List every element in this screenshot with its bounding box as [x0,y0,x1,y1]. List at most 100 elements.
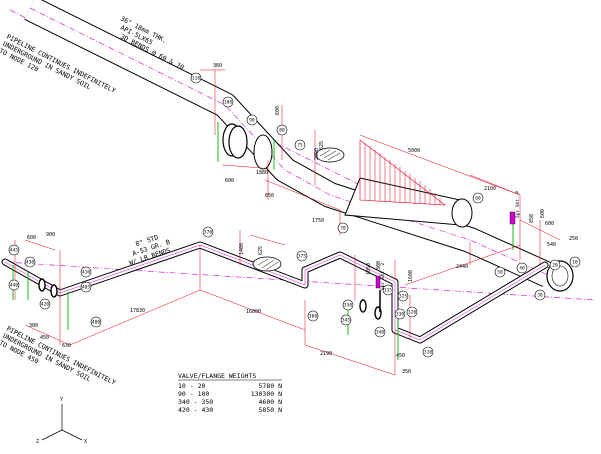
svg-text:60: 60 [475,196,481,202]
node-10: 10 [569,256,581,268]
svg-text:650: 650 [265,193,274,199]
svg-text:10: 10 [572,260,578,266]
node-20: 20 [549,259,561,271]
node-30: 30 [534,289,546,301]
svg-text:1400: 1400 [239,243,245,255]
svg-text:30: 30 [537,293,543,299]
svg-text:50: 50 [497,270,503,276]
node-345: 345 [340,314,352,326]
svg-text:325: 325 [399,294,407,300]
node-40: 40 [516,262,528,274]
svg-text:250: 250 [569,236,578,242]
axis-x-label: X [84,439,87,445]
svg-text:335: 335 [384,288,392,294]
svg-text:16800: 16800 [246,309,261,315]
svg-text:630: 630 [62,343,71,349]
node-370: 370 [202,226,214,238]
svg-text:600: 600 [545,221,554,227]
node-75: 75 [294,139,306,151]
large-pipeline [9,0,574,292]
node-100: 100 [222,96,234,108]
svg-text:1600: 1600 [408,270,414,282]
svg-text:2890: 2890 [314,148,320,160]
svg-text:5000: 5000 [408,148,420,154]
table-row-weight: 5850 N [259,406,283,414]
svg-text:540: 540 [547,242,556,248]
svg-text:600: 600 [27,235,36,241]
svg-text:445: 445 [10,248,18,254]
node-320: 320 [406,306,418,318]
svg-text:UNDERGROUND IN SANDY SOIL: UNDERGROUND IN SANDY SOIL [1,40,92,92]
node-325: 325 [397,290,409,302]
svg-text:850: 850 [529,214,535,223]
table-title: VALVE/FLANGE WEIGHTS [178,372,256,380]
table-row-nodes: 90 - 100 [178,390,209,398]
svg-text:625: 625 [319,141,325,150]
node-445: 445 [8,244,20,256]
svg-text:310: 310 [424,350,432,356]
spring-support-label-2: Spr Sht. 2 [380,263,386,290]
svg-text:600: 600 [275,106,281,115]
valve-flange-weight-table: VALVE/FLANGE WEIGHTS 10 - 20 5780 N 90 -… [178,372,282,414]
svg-text:405: 405 [82,285,90,291]
svg-text:450: 450 [40,335,49,341]
dimension-labels: 360 600 625 5000 1880 600 1750 2100 600 … [27,63,578,375]
svg-text:360: 360 [309,314,317,320]
svg-text:17830: 17830 [130,308,145,314]
svg-text:350: 350 [344,303,352,309]
node-440: 440 [8,279,20,291]
svg-text:2190: 2190 [320,351,332,357]
table-row-weight: 5780 N [259,382,283,390]
svg-text:1050: 1050 [366,263,372,275]
svg-text:1750: 1750 [312,218,324,224]
table-row-nodes: 340 - 350 [178,398,213,406]
svg-text:900: 900 [46,232,55,238]
node-410: 410 [80,266,92,278]
soil-hatch-upper [359,139,446,206]
axis-z-label: Z [36,439,39,445]
svg-text:420: 420 [41,302,49,308]
svg-text:2440: 2440 [456,264,468,270]
svg-text:375: 375 [298,254,306,260]
svg-text:400: 400 [92,320,100,326]
node-405: 405 [80,281,92,293]
table-row-nodes: 420 - 430 [178,406,213,414]
node-375: 375 [296,250,308,262]
svg-text:410: 410 [82,270,90,276]
svg-text:370: 370 [204,230,212,236]
soil-oval-upper [315,147,345,163]
svg-text:340: 340 [376,330,384,336]
underground-note-lower: PIPELINE CONTINUES INDEFINITELY UNDERGRO… [0,325,117,387]
table-row-weight: 4600 N [259,398,283,406]
svg-text:70: 70 [340,226,346,232]
svg-text:40: 40 [519,266,525,272]
svg-text:300: 300 [376,261,382,270]
small-pipeline [1,230,596,376]
node-110: 110 [190,72,202,84]
svg-text:600: 600 [225,178,234,184]
svg-text:100: 100 [224,100,232,106]
node-70: 70 [337,222,349,234]
node-430: 430 [24,256,36,268]
node-400: 400 [90,316,102,328]
svg-text:2100: 2100 [484,186,496,192]
svg-text:110: 110 [192,76,200,82]
svg-text:75: 75 [297,143,303,149]
svg-text:320: 320 [408,310,416,316]
svg-text:1880: 1880 [256,170,268,176]
node-420: 420 [39,298,51,310]
node-340: 340 [374,326,386,338]
svg-text:350: 350 [402,369,411,375]
svg-text:440: 440 [10,283,18,289]
coordinate-axes-triad: Y Z X [36,397,87,445]
node-335: 335 [382,284,394,296]
spring-support-label-1: Spr Sht. P [515,191,521,218]
table-row-nodes: 10 - 20 [178,382,205,390]
node-markers: 110 100 90 80 75 70 60 50 40 30 20 10 44… [8,72,581,358]
svg-text:330: 330 [396,312,404,318]
svg-text:345: 345 [342,318,350,324]
svg-text:20: 20 [552,263,558,269]
node-80: 80 [276,124,288,136]
svg-text:80: 80 [279,128,285,134]
